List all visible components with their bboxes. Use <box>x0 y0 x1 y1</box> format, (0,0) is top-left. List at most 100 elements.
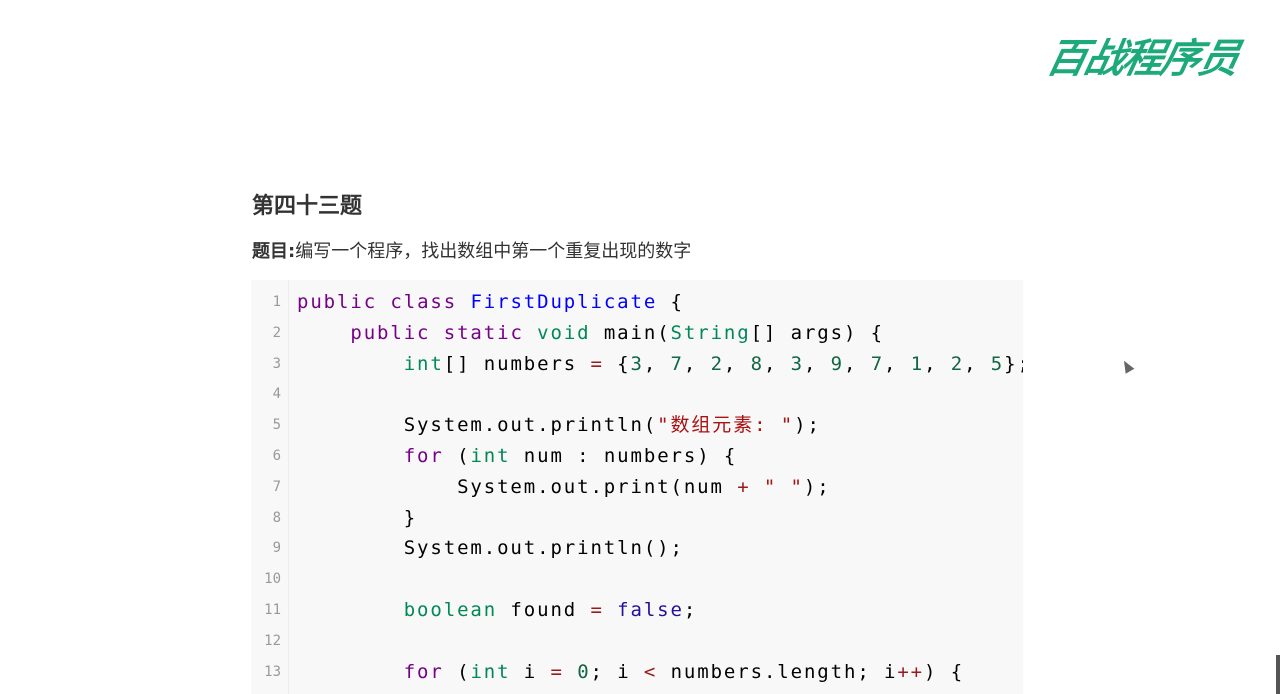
code-token-plain <box>564 661 577 683</box>
code-token-plain: , <box>643 352 671 375</box>
code-text: System.out.print(num + " "); <box>297 472 831 503</box>
code-token-plain <box>297 599 404 621</box>
page-scrollbar[interactable] <box>1276 655 1280 694</box>
code-token-number: 3 <box>790 352 804 375</box>
code-token-plain: System.out.println( <box>297 414 658 437</box>
code-text: for (int num : numbers) { <box>297 441 737 472</box>
code-token-operator: < <box>643 660 658 683</box>
code-token-plain <box>604 599 617 621</box>
code-token-number: 2 <box>710 352 724 375</box>
code-token-number: 1 <box>910 352 925 375</box>
logo-text: 百战程序员 <box>1042 36 1243 82</box>
line-number: 5 <box>272 417 281 434</box>
code-token-plain: , <box>844 352 871 375</box>
brand-logo: 百战程序员 <box>1042 20 1253 86</box>
code-token-keyword: class <box>390 291 458 313</box>
code-token-plain: ); <box>794 414 821 437</box>
code-token-keyword: public <box>350 321 431 344</box>
code-token-plain: }; <box>1004 352 1023 375</box>
code-token-plain: num : numbers) { <box>510 445 738 467</box>
code-token-plain: ; <box>683 599 698 621</box>
mouse-cursor-icon <box>1119 358 1135 374</box>
code-token-number: 9 <box>830 352 845 375</box>
code-token-plain: ) { <box>924 660 965 683</box>
code-token-keyword: for <box>403 660 444 683</box>
line-number-gutter <box>251 280 289 694</box>
code-text: System.out.println(); <box>297 533 684 564</box>
code-text: } <box>297 503 417 534</box>
code-token-keyword: public <box>297 291 378 313</box>
code-text: public class FirstDuplicate { <box>297 287 684 318</box>
line-number: 7 <box>272 478 281 495</box>
code-token-plain <box>377 291 390 313</box>
code-token-plain <box>297 353 404 375</box>
code-token-plain: , <box>924 352 951 375</box>
code-token-plain: found <box>497 599 591 621</box>
line-number: 11 <box>264 602 281 618</box>
code-token-plain: i <box>510 660 551 683</box>
code-token-operator: = <box>590 599 604 621</box>
code-token-type: String <box>670 321 751 344</box>
problem-text: 编写一个程序，找出数组中第一个重复出现的数字 <box>295 241 692 262</box>
code-text: for (int i = 0; i < numbers.length; i++)… <box>297 657 964 688</box>
code-token-plain: ; i <box>590 660 644 683</box>
code-token-number: 8 <box>750 352 764 375</box>
code-token-plain <box>457 291 470 313</box>
problem-label: 题目: <box>252 241 296 262</box>
code-token-operator: + <box>737 475 751 498</box>
code-token-type: void <box>537 321 591 344</box>
code-token-plain <box>297 445 404 467</box>
line-number: 6 <box>272 448 281 464</box>
code-token-plain: { <box>657 291 684 313</box>
code-token-operator: = <box>590 352 604 375</box>
line-number: 2 <box>272 324 281 341</box>
line-number: 4 <box>272 386 281 403</box>
line-number: 1 <box>272 294 281 310</box>
code-token-plain: ( <box>443 660 471 683</box>
code-token-type: boolean <box>403 599 498 621</box>
code-token-plain <box>751 476 764 498</box>
code-token-type: int <box>470 445 511 467</box>
code-token-plain: , <box>723 352 751 375</box>
code-token-atom: false <box>617 599 684 621</box>
code-token-number: 7 <box>670 352 684 375</box>
code-token-number: 7 <box>870 352 885 375</box>
code-token-number: 3 <box>630 352 644 375</box>
line-number: 9 <box>272 540 281 557</box>
code-token-def: FirstDuplicate <box>470 291 658 313</box>
code-token-string: " " <box>763 475 804 498</box>
line-number: 12 <box>264 632 281 649</box>
code-token-number: 5 <box>990 352 1005 375</box>
problem-statement: 题目:编写一个程序，找出数组中第一个重复出现的数字 <box>252 237 691 263</box>
code-token-plain <box>430 322 443 344</box>
code-text: System.out.println("数组元素: "); <box>297 410 821 441</box>
code-text: boolean found = false; <box>297 595 697 626</box>
code-token-type: int <box>403 352 444 375</box>
code-token-plain: [] args) { <box>750 321 884 344</box>
code-token-plain: main( <box>590 321 671 344</box>
code-token-plain: , <box>803 352 831 375</box>
code-token-plain: numbers.length; i <box>657 660 898 683</box>
code-token-plain: ( <box>443 445 471 467</box>
code-token-keyword: for <box>403 445 444 467</box>
code-token-plain <box>297 322 350 344</box>
code-token-operator: ++ <box>897 660 925 683</box>
code-token-plain: { <box>603 352 631 375</box>
code-token-plain: , <box>964 352 991 375</box>
code-token-plain: System.out.println(); <box>297 537 684 560</box>
code-token-number: 2 <box>950 352 965 375</box>
code-token-plain: System.out.print(num <box>297 475 738 498</box>
code-token-plain <box>297 661 404 683</box>
code-token-plain: , <box>884 352 911 375</box>
code-token-plain <box>524 322 537 344</box>
code-token-operator: = <box>550 660 564 683</box>
code-token-plain: ); <box>803 475 831 498</box>
code-text: int[] numbers = {3, 7, 2, 8, 3, 9, 7, 1,… <box>297 349 1023 380</box>
page-title: 第四十三题 <box>252 194 363 219</box>
code-token-plain: , <box>763 352 791 375</box>
code-token-keyword: static <box>443 321 524 344</box>
code-text: public static void main(String[] args) { <box>297 318 884 349</box>
line-number: 3 <box>272 355 281 372</box>
code-token-plain: , <box>683 352 711 375</box>
